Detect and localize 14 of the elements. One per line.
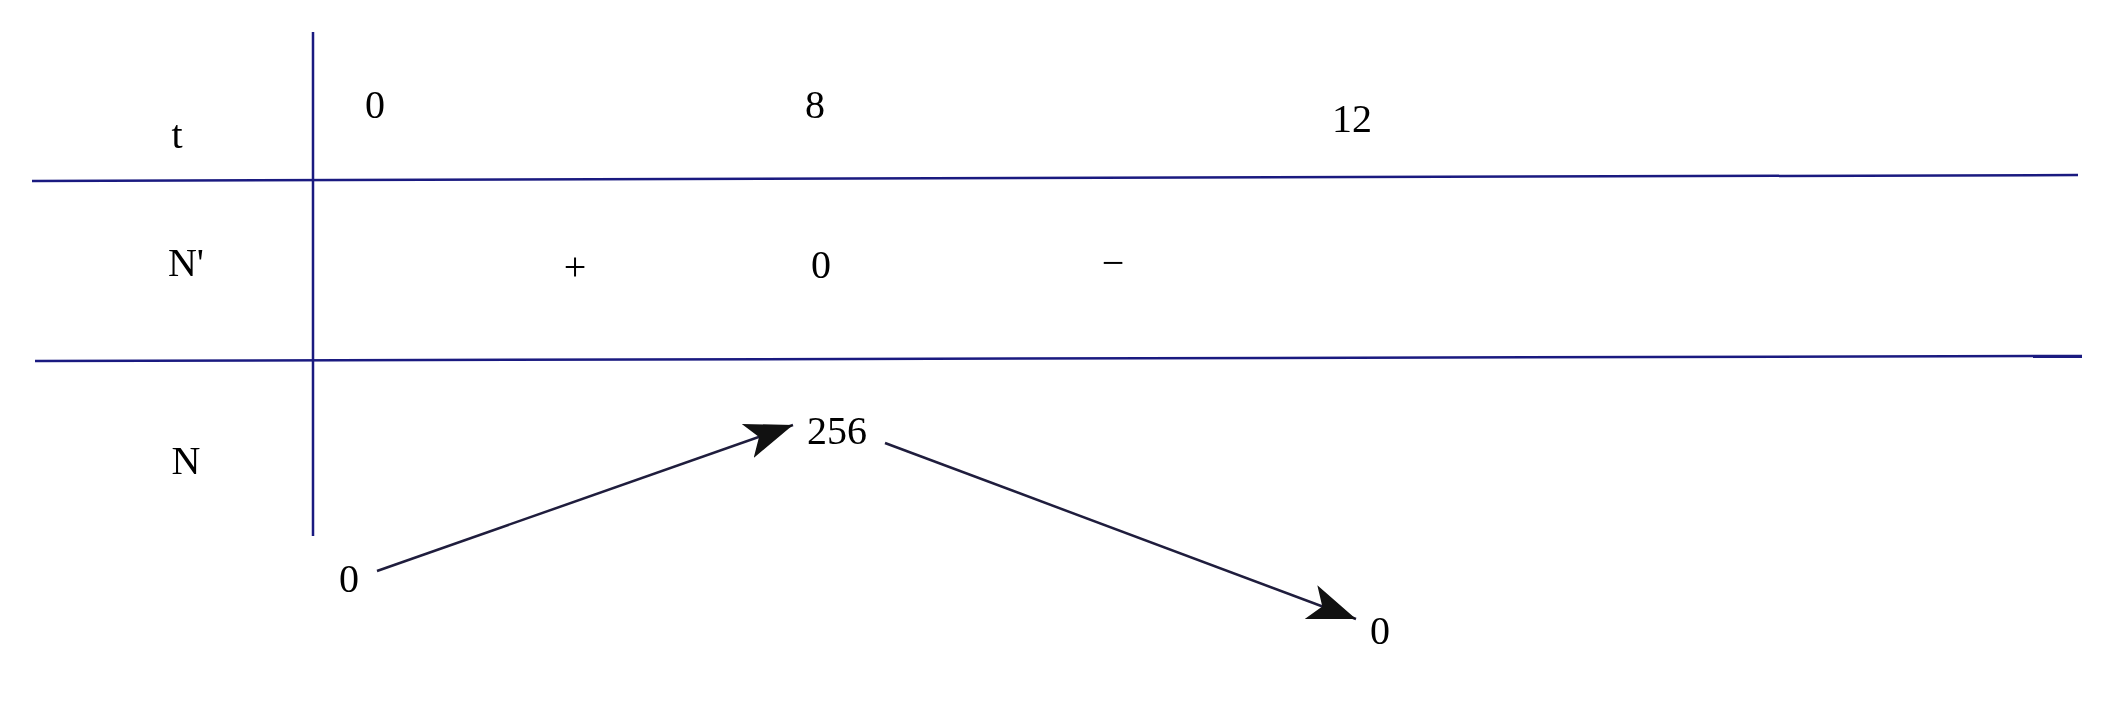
function-value: 256: [807, 411, 867, 451]
column-value: 0: [365, 85, 385, 125]
sign-symbol: +: [563, 247, 587, 287]
arrow: [884, 441, 1357, 621]
function-value: 0: [1370, 611, 1390, 651]
sign-symbol: −: [1101, 243, 1125, 283]
row-heading: t: [171, 115, 183, 155]
column-value: 12: [1332, 99, 1372, 139]
row-heading: N: [171, 441, 201, 481]
column-value: 8: [805, 85, 825, 125]
row-heading: N': [167, 243, 205, 283]
function-value: 0: [339, 559, 359, 599]
arrow: [376, 423, 794, 573]
derivative-value: 0: [811, 245, 831, 285]
